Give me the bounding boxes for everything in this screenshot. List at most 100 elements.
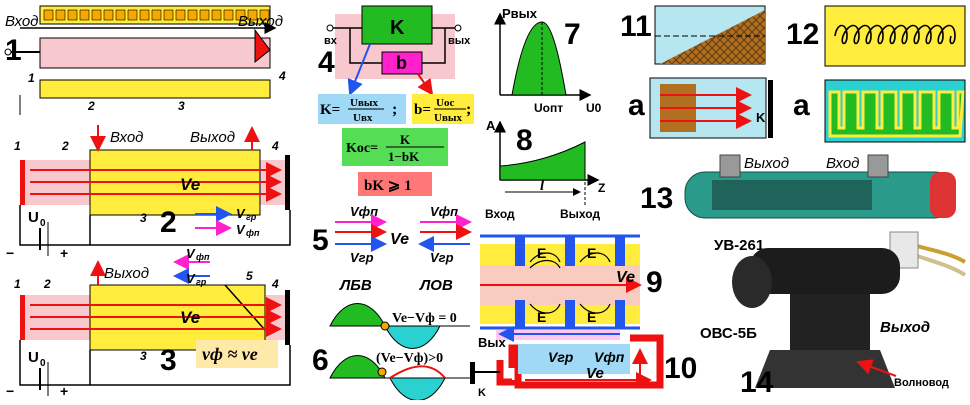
fig1-label-1: 1 bbox=[28, 71, 35, 85]
fig4-f2-den: Uвых bbox=[434, 112, 462, 124]
fig2-label-3: 3 bbox=[140, 211, 147, 225]
fig4-semi2: ; bbox=[466, 101, 471, 118]
fig6-eq2: (Ve−Vф)>0 bbox=[376, 351, 443, 366]
fig2-u0-sub: 0 bbox=[40, 218, 46, 229]
fig3-minus: − bbox=[6, 383, 14, 399]
fig12-a: а bbox=[793, 89, 810, 122]
fig1-label-2: 2 bbox=[87, 99, 95, 113]
fig5-vfp2: Vфп bbox=[430, 204, 458, 219]
fig4-f1-den: Uвх bbox=[353, 112, 373, 124]
fig8-vhod: Вход bbox=[485, 207, 515, 221]
fig9-E4: E bbox=[587, 309, 596, 325]
fig9-E2: E bbox=[587, 245, 596, 261]
fig13-number: 13 bbox=[640, 182, 673, 215]
fig9-number: 9 bbox=[646, 266, 663, 299]
fig10-number: 10 bbox=[664, 352, 697, 385]
fig2-minus: − bbox=[6, 245, 14, 261]
fig13-vyhod: Выход bbox=[744, 155, 789, 172]
fig2-u0: U bbox=[28, 209, 39, 226]
fig4-f2-num: Uос bbox=[436, 97, 454, 109]
fig7-number: 7 bbox=[564, 18, 581, 51]
fig3-number: 3 bbox=[160, 344, 177, 377]
fig14-vyhod: Выход bbox=[880, 319, 930, 336]
fig3-u0-sub: 0 bbox=[40, 358, 46, 369]
fig3-vyhod: Выход bbox=[104, 265, 149, 282]
fig8-l: l bbox=[540, 178, 545, 194]
fig7-ylabel: Pвых bbox=[502, 6, 538, 21]
fig10-vfp: Vфп bbox=[594, 349, 625, 365]
fig10-vgr: Vгр bbox=[548, 349, 574, 365]
fig4-feedback: K b вх вых 4 K= Uвых Uвх ; b= Uос Uвых ;… bbox=[318, 5, 474, 196]
fig4-number: 4 bbox=[318, 46, 335, 79]
fig1-beam-region bbox=[39, 37, 271, 69]
fig7-uopt: Uопт bbox=[534, 101, 563, 115]
fig2-vfp: V bbox=[236, 222, 246, 237]
fig2-vhod: Вход bbox=[110, 129, 143, 146]
fig5-velocities: Vфп Vфп Ve Vгр Vгр 5 ЛБВ ЛОВ bbox=[312, 204, 472, 294]
fig10-ve: Ve bbox=[586, 365, 604, 382]
fig8-vyhod: Выход bbox=[560, 207, 600, 221]
fig12-number: 12 bbox=[786, 18, 819, 51]
fig13-vhod: Вход bbox=[826, 155, 859, 172]
fig9-E3: E bbox=[537, 309, 546, 325]
fig13-device-photo: Выход Вход 13 УВ-261 bbox=[640, 154, 956, 254]
fig1-collector bbox=[254, 28, 271, 64]
fig2-label-1: 1 bbox=[14, 139, 21, 153]
fig4-b: b bbox=[396, 53, 407, 73]
fig3-vfp-sub: фп bbox=[196, 252, 210, 262]
fig5-ve: Ve bbox=[390, 231, 409, 248]
fig2-vgr-sub: гр bbox=[246, 212, 257, 222]
fig6-number: 6 bbox=[312, 344, 329, 377]
fig3-label-3: 3 bbox=[140, 349, 147, 363]
fig11-k: K bbox=[756, 110, 766, 125]
fig3-label-1: 1 bbox=[14, 277, 21, 291]
fig10-k: K bbox=[478, 387, 486, 399]
fig4-f1-num: Uвых bbox=[350, 97, 378, 109]
fig10-bwo-loop: Вых Vгр Vфп Ve K 10 bbox=[470, 326, 697, 399]
fig6-eq1: Ve−Vф = 0 bbox=[392, 311, 457, 326]
fig8-xlabel: Z bbox=[598, 181, 605, 195]
fig1-helix-bottom bbox=[39, 79, 271, 99]
fig2-vgr: V bbox=[236, 206, 246, 221]
fig2-vyhod: Выход bbox=[190, 129, 235, 146]
fig1-label-3: 3 bbox=[178, 99, 185, 113]
fig9-slow-wave-structure: E E E E Ve 9 bbox=[480, 234, 663, 330]
fig11-a: а bbox=[628, 89, 645, 122]
fig14-device-photo: ОВС-5Б Выход 14 Волновод bbox=[700, 231, 967, 399]
fig9-ve: Ve bbox=[616, 269, 635, 286]
fig4-semi1: ; bbox=[392, 101, 397, 118]
fig2-vfp-sub: фп bbox=[246, 228, 260, 238]
fig5-lov: ЛОВ bbox=[419, 277, 453, 294]
fig3-plus: + bbox=[60, 383, 68, 399]
fig2-label-4: 4 bbox=[271, 139, 279, 153]
fig1-label-4: 4 bbox=[278, 69, 286, 83]
fig3-vgr: V bbox=[186, 271, 196, 286]
fig1-vyhod-label: Выход bbox=[238, 13, 283, 30]
fig2-label-2: 2 bbox=[61, 139, 69, 153]
fig7-power-vs-voltage: Pвых 7 Uопт U0 bbox=[494, 6, 602, 115]
fig6-synchronism: Ve−Vф = 0 (Ve−Vф)>0 6 bbox=[312, 303, 470, 401]
fig3-label-2: 2 bbox=[43, 277, 51, 291]
fig2-number: 2 bbox=[160, 206, 177, 239]
fig1-helix-tube: Вход Выход 1 1 2 3 4 bbox=[4, 5, 286, 115]
fig1-vhod-label: Вход bbox=[5, 13, 38, 30]
fig13-model: УВ-261 bbox=[714, 237, 764, 254]
fig4-K: K bbox=[390, 17, 405, 39]
fig2-twt: Вход Выход Ve 2 1 2 3 4 U 0 − + V гр V ф… bbox=[6, 125, 291, 261]
fig3-sync-box bbox=[196, 340, 278, 368]
fig10-region bbox=[518, 344, 630, 374]
fig4-f3-lhs: Kос= bbox=[346, 141, 378, 156]
fig7-xlabel: U0 bbox=[586, 101, 602, 115]
fig2-ve: Ve bbox=[180, 175, 200, 194]
fig8-ylabel: A bbox=[486, 118, 496, 133]
fig3-vfp: V bbox=[186, 246, 196, 261]
fig4-f2-lhs: b= bbox=[414, 102, 431, 118]
fig4-f4: bK ⩾ 1 bbox=[364, 178, 412, 194]
fig5-lbv: ЛБВ bbox=[339, 277, 372, 294]
fig3-ve: Ve bbox=[180, 308, 200, 327]
fig5-vgr1: Vгр bbox=[350, 250, 374, 265]
fig4-vyx: вых bbox=[448, 35, 471, 47]
fig3-u0: U bbox=[28, 349, 39, 366]
fig1-number: 1 bbox=[5, 34, 22, 67]
